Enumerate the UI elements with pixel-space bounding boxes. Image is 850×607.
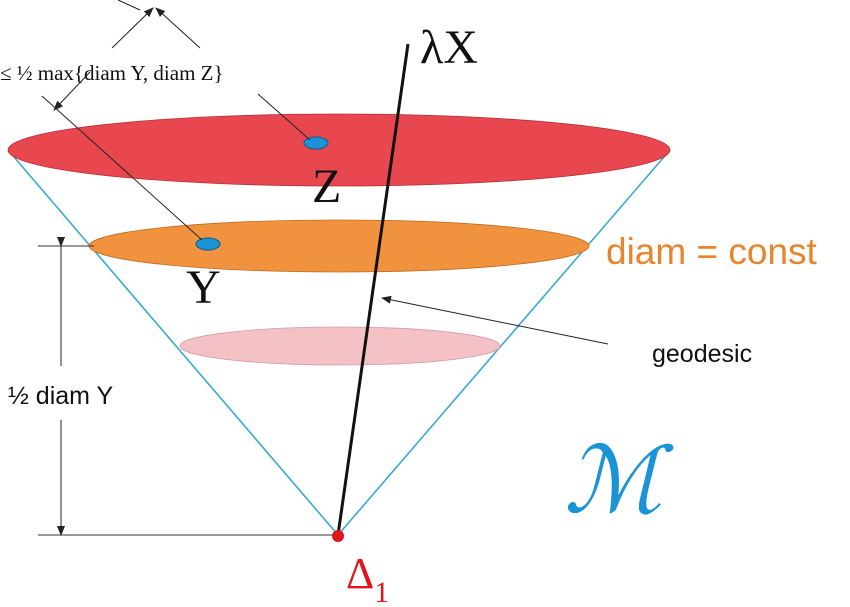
bound-label: ≤ ½ max{diam Y, diam Z} (0, 61, 224, 85)
manifold-label: ℳ (564, 430, 674, 532)
half-diam-y-label: ½ diam Y (8, 382, 113, 410)
lambda-x-label: λX (420, 21, 478, 74)
geodesic-arrow (381, 295, 609, 345)
caret-left-tail (117, 0, 141, 11)
orange-disk (88, 219, 590, 273)
leader-bound-z (257, 93, 311, 141)
apex-label-base: Δ (346, 549, 374, 598)
caret-arrow-left (111, 7, 154, 49)
diam-const-label: diam = const (606, 231, 818, 272)
set-y-label: Y (186, 261, 221, 314)
point-z (303, 136, 329, 150)
leader-bound-y (41, 95, 203, 241)
arrow-bound-left (53, 71, 91, 111)
cone-edge-left (7, 149, 339, 536)
point-y (195, 237, 221, 251)
geodesic-line (336, 43, 410, 536)
apex-label: Δ1 (346, 549, 389, 607)
pink-disk (179, 326, 501, 366)
geodesic-label: geodesic (652, 340, 752, 368)
apex-point (332, 530, 344, 542)
set-z-label: Z (312, 160, 341, 213)
apex-label-subscript: 1 (374, 576, 389, 607)
red-disk (7, 113, 671, 187)
caret-arrow-right (155, 7, 201, 49)
cone-edge-right (337, 149, 671, 536)
